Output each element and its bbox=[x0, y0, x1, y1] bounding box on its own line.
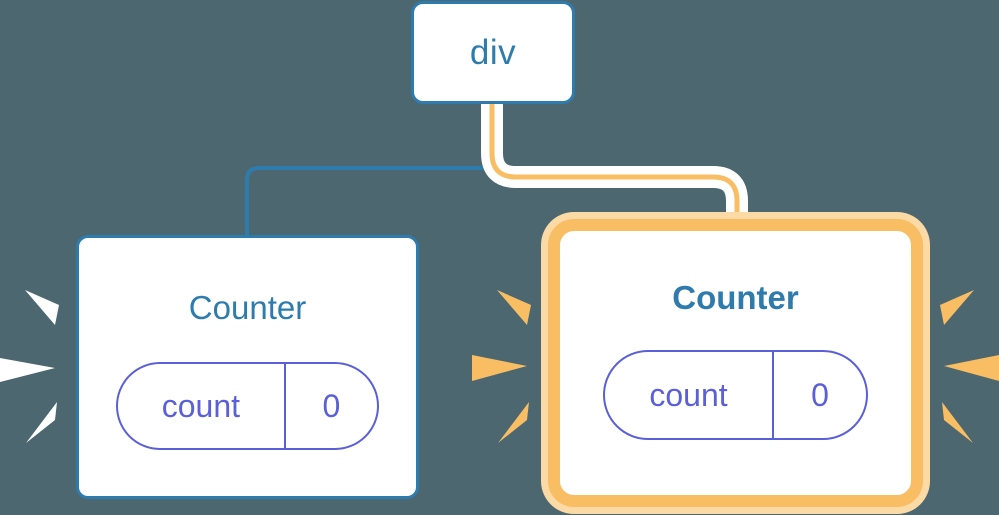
node-counter-right[interactable]: Counter count 0 bbox=[548, 219, 923, 507]
sparkle-ray-icon bbox=[497, 290, 531, 325]
sparkle-ray-icon bbox=[944, 355, 999, 381]
state-key-label: count bbox=[118, 364, 286, 448]
node-counter-left[interactable]: Counter count 0 bbox=[76, 235, 419, 499]
node-counter-left-title: Counter bbox=[188, 289, 307, 326]
node-div-label: div bbox=[469, 33, 517, 72]
connector-root-to-right-halo bbox=[481, 104, 748, 232]
sparkle-group-left-card-left bbox=[0, 290, 59, 443]
state-value-label: 0 bbox=[322, 388, 341, 424]
sparkle-ray-icon bbox=[25, 290, 59, 325]
state-value-label: 0 bbox=[811, 377, 829, 413]
node-counter-right-title: Counter bbox=[672, 279, 799, 316]
connector-root-to-left bbox=[245, 104, 494, 237]
sparkle-ray-icon bbox=[942, 402, 973, 443]
state-pill-right: count 0 bbox=[603, 350, 868, 440]
sparkle-ray-icon bbox=[940, 290, 974, 325]
sparkle-group-right-card-right bbox=[940, 290, 999, 443]
connector-root-to-right bbox=[489, 104, 740, 232]
state-key-label: count bbox=[605, 352, 775, 438]
sparkle-ray-icon bbox=[472, 355, 527, 381]
node-div[interactable]: div bbox=[411, 1, 575, 104]
sparkle-ray-icon bbox=[0, 358, 55, 382]
state-pill-left: count 0 bbox=[116, 362, 379, 450]
sparkle-ray-icon bbox=[498, 402, 529, 443]
sparkle-group-right-card-left bbox=[472, 290, 531, 443]
sparkle-ray-icon bbox=[26, 402, 57, 443]
